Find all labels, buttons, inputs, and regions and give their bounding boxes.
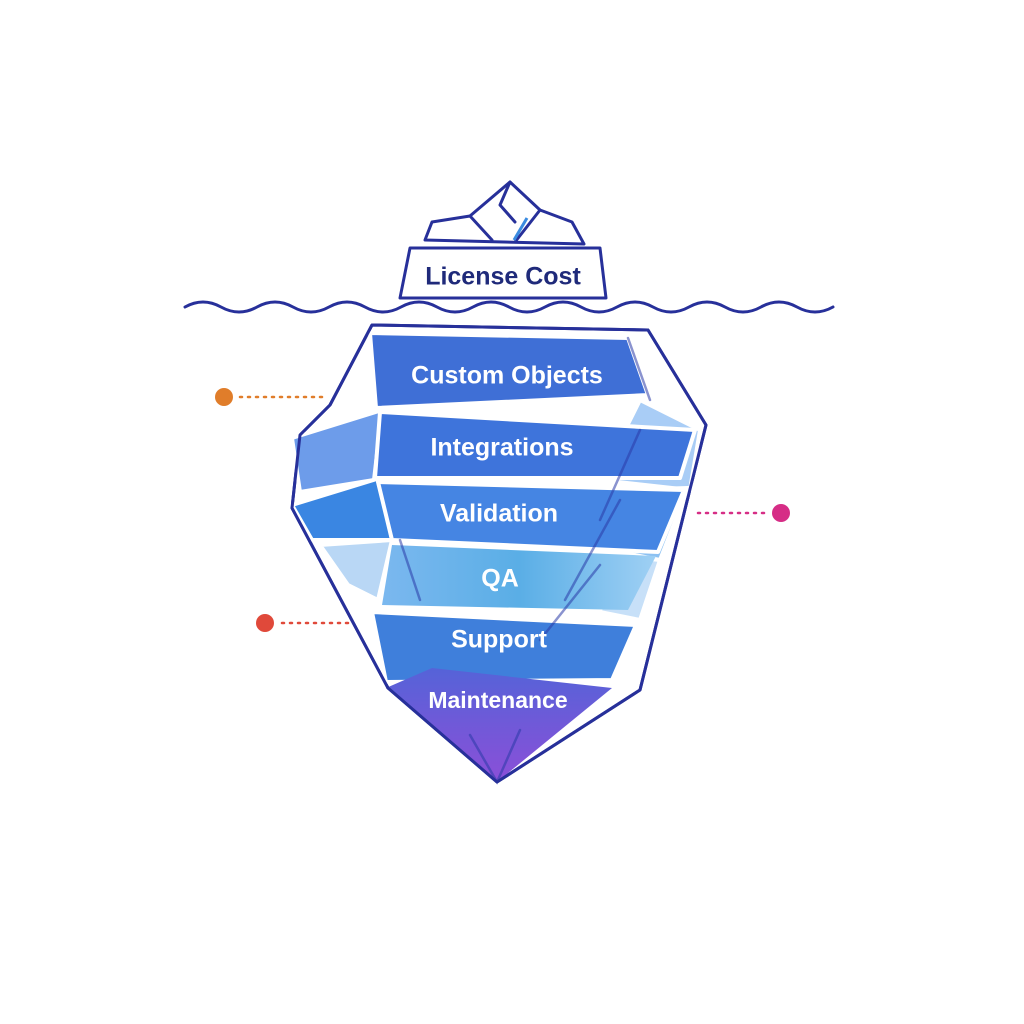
layer-label-support: Support <box>451 626 547 654</box>
layer-band-validation <box>376 480 686 554</box>
iceberg-tip: License Cost <box>398 180 608 300</box>
tip-facets <box>468 180 542 244</box>
layer-bands <box>368 331 697 782</box>
layer-band-support <box>370 610 638 684</box>
tip-accent <box>512 217 529 241</box>
layer-label-validation: Validation <box>440 500 558 528</box>
water-line <box>183 300 835 314</box>
tip-label: License Cost <box>425 263 581 291</box>
layer-label-custom-objects: Custom Objects <box>411 362 603 390</box>
tip-peak-shape <box>423 180 586 246</box>
layer-band-qa <box>382 545 656 610</box>
marker-red-dot <box>256 614 274 632</box>
layer-label-integrations: Integrations <box>430 434 573 462</box>
layer-labels: Custom Objects Integrations Validation Q… <box>411 362 603 713</box>
facet-lines <box>398 336 652 785</box>
callout-markers <box>215 388 790 632</box>
left-shard-3 <box>318 538 394 602</box>
tip-label-box <box>398 246 608 300</box>
layer-band-integrations <box>373 410 697 480</box>
marker-magenta-dot <box>772 504 790 522</box>
layer-label-maintenance: Maintenance <box>428 687 567 713</box>
layer-band-maintenance <box>386 668 612 782</box>
layer-label-qa: QA <box>481 565 519 593</box>
marker-orange-dot <box>215 388 233 406</box>
iceberg-outline <box>290 323 708 784</box>
